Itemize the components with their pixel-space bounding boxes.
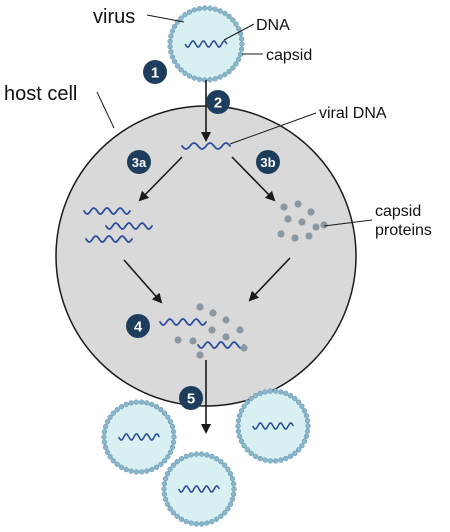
arrows [123,80,291,434]
capsid-protein-dot [277,230,285,238]
virion-bottom-right [235,388,311,464]
leader-capsid-proteins [323,219,373,227]
capsid-protein-dots [174,200,328,359]
capsid-protein-dot [298,218,306,226]
capsid-protein-dot [294,200,302,208]
assembly-protein-dot [209,309,217,317]
replicated-dna-strand-2 [105,222,153,230]
leader-lines [96,14,373,227]
dna-strands [83,142,245,349]
assembly-protein-dot [189,337,197,345]
arrow-3a [138,156,183,202]
leader-host-cell [96,91,115,129]
assembly-protein-dot [222,316,230,324]
step-label-5: 5 [187,391,195,408]
virion-bottom-center-dna [178,485,220,493]
label-capsid-proteins-line1: capsid [375,203,421,220]
step-badges: 1 2 3a 3b 4 5 [126,60,280,410]
virion-bottom-center [161,451,237,527]
step-badge-5: 5 [179,386,203,410]
virion-top [167,5,245,83]
assembly-dna-strand-2 [197,341,245,349]
capsid-protein-dot [280,203,288,211]
label-dna: DNA [256,17,290,34]
labels: virus DNA capsid host cell viral DNA cap… [4,6,432,239]
label-host-cell: host cell [4,83,77,105]
replicated-dna-strand-3 [85,235,133,243]
capsid-protein-dot [320,221,328,229]
replicated-dna-strand-1 [83,207,131,215]
leader-dna [223,23,255,41]
label-virus: virus [93,6,135,28]
step-badge-4: 4 [126,314,150,338]
assembly-protein-dot [240,344,248,352]
step-label-2: 2 [214,95,222,112]
label-capsid: capsid [266,47,312,64]
assembly-dna-strand-1 [159,318,207,326]
step-label-3b: 3b [260,155,275,170]
assembly-protein-dot [236,326,244,334]
label-capsid-proteins-line2: proteins [375,222,432,239]
leader-viral-dna [229,112,317,145]
assembly-protein-dot [208,326,216,334]
virion-bottom-left [101,399,177,475]
label-viral-dna: viral DNA [319,105,387,122]
virion-top-dna [184,40,228,48]
arrow-proteins-to-assembly [248,257,291,302]
step-badge-2: 2 [206,90,230,114]
virion-bottom-left-dna [118,433,160,441]
assembly-protein-dot [196,351,204,359]
virions [101,5,311,527]
step-label-3a: 3a [132,155,147,170]
capsid-protein-dot [284,215,292,223]
assembly-protein-dot [196,303,204,311]
viral-dna-strand [181,142,231,150]
capsid-protein-dot [307,208,315,216]
capsid-protein-dot [312,223,320,231]
assembly-protein-dot [174,336,182,344]
capsid-protein-dot [305,232,313,240]
step-label-4: 4 [134,319,143,336]
step-label-1: 1 [151,65,159,82]
virion-bottom-right-dna [252,422,294,430]
assembly-protein-dot [222,333,230,341]
step-badge-3a: 3a [127,150,151,174]
step-badge-1: 1 [143,60,167,84]
leader-virus [146,14,185,23]
step-badge-3b: 3b [256,150,280,174]
arrow-dna-to-assembly [123,259,163,304]
capsid-protein-dot [291,234,299,242]
arrow-3b [231,156,276,202]
